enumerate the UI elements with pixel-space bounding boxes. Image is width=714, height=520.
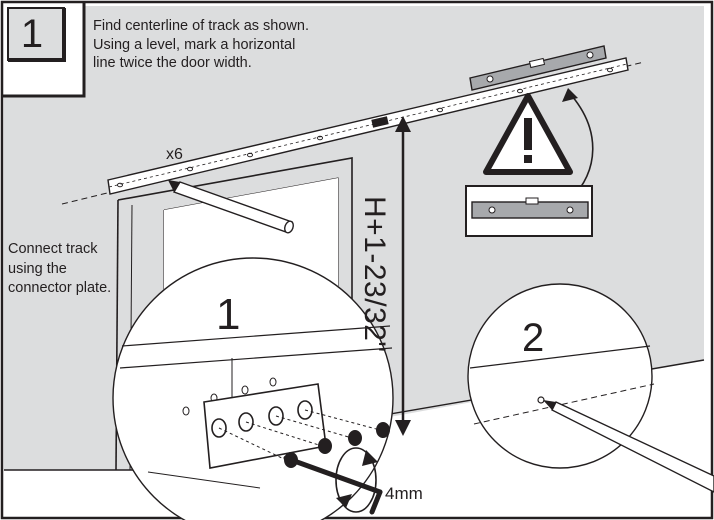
track-holes xyxy=(117,67,613,188)
instruction-line-3: line twice the door width. xyxy=(93,55,252,71)
screw-guide-lines xyxy=(218,409,381,461)
quantity-label: x6 xyxy=(166,146,183,163)
wrench-size-label: 4mm xyxy=(385,484,423,503)
instruction-line-1: Find centerline of track as shown. xyxy=(93,18,309,34)
instruction-line-2: Using a level, mark a horizontal xyxy=(93,36,296,53)
warning-exclamation-dot xyxy=(524,155,532,163)
connector-note-line-2: using the xyxy=(8,260,67,277)
connector-note-line-1: Connect track xyxy=(8,241,98,257)
pencil-icon xyxy=(168,180,294,234)
level-inset-icon xyxy=(471,197,589,219)
height-dimension-arrow xyxy=(395,116,411,436)
height-measurement: H+1-23/32" xyxy=(358,196,391,353)
level-tool xyxy=(469,45,607,91)
detail-label-1: 1 xyxy=(216,290,241,339)
connector-note-line-3: connector plate. xyxy=(8,280,112,296)
rotation-arrow-icon xyxy=(335,447,377,513)
step-number: 1 xyxy=(20,12,44,56)
step-box-outer xyxy=(2,2,86,98)
track xyxy=(107,57,629,195)
detail-circle-2 xyxy=(467,283,714,493)
track-connector-mark xyxy=(371,116,389,128)
step-box-shadow xyxy=(8,8,66,62)
allen-key-icon xyxy=(283,455,383,495)
detail-label-2: 2 xyxy=(522,316,545,360)
connector-note: Connect track using the connector plate. xyxy=(8,240,111,299)
level-arrowhead xyxy=(562,88,578,102)
track-centerline xyxy=(108,63,628,188)
warning-exclamation-bar xyxy=(524,118,532,150)
instruction-text: Find centerline of track as shown. Using… xyxy=(93,17,413,73)
detail-circle-1 xyxy=(112,257,394,520)
